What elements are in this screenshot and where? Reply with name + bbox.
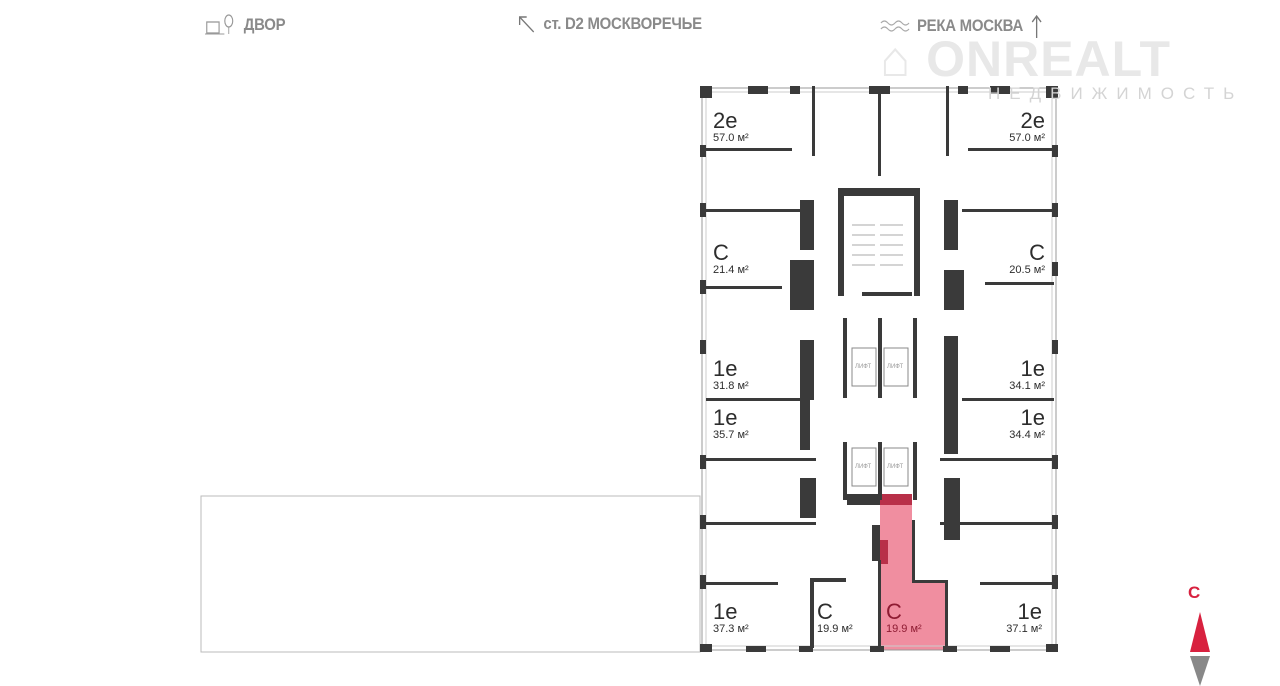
lift-label: ЛИФТ [887,364,904,370]
river-direction: РЕКА МОСКВА [880,14,1042,38]
waves-icon [880,20,910,32]
lift-label: ЛИФТ [855,364,872,370]
selected-apartment-wall [880,494,912,505]
compass-north-label: С [1188,583,1201,602]
apartment-type: С [886,599,902,624]
apartment-area: 57.0 м² [1009,132,1045,144]
watermark-brand: ONREALT [926,31,1172,87]
apartment-area: 20.5 м² [1009,264,1045,276]
apartment-area: 37.1 м² [1006,623,1042,635]
apartment-type: 2е [713,108,738,133]
arrow-up-left-icon [518,16,535,33]
apartment-area: 19.9 м² [817,623,853,635]
apartment-area: 57.0 м² [713,132,749,144]
yard-icon [205,14,234,35]
apartment-type: С [817,599,833,624]
apartment-area: 19.9 м² [886,623,922,635]
apartment-area: 37.3 м² [713,623,749,635]
apartment-type: С [713,240,729,265]
apartment-type: 1е [713,405,738,430]
apartment-type: 1е [1017,599,1042,624]
yard-direction: ДВОР [205,14,286,36]
apartment-type: 1е [713,599,738,624]
compass-icon [1190,612,1210,686]
apartment-type: С [1029,240,1045,265]
apartment-type: 1е [1020,356,1045,381]
yard-label: ДВОР [243,15,286,34]
river-label: РЕКА МОСКВА [916,16,1023,35]
apartment-type: 1е [1020,405,1045,430]
watermark-subtitle: НЕДВИЖИМОСТЬ [988,84,1244,103]
apartment-area: 31.8 м² [713,380,749,392]
apartment-type: 1е [713,356,738,381]
walls [700,86,1058,652]
station-direction: ст. D2 МОСКВОРЕЧЬЕ [517,14,702,34]
apartment-type: 2е [1020,108,1045,133]
selected-apartment-fill[interactable] [880,494,946,650]
apartment-area: 34.4 м² [1009,429,1045,441]
lift-label: ЛИФТ [855,464,872,470]
staircase [852,224,903,266]
station-label: ст. D2 МОСКВОРЕЧЬЕ [543,14,702,33]
watermark-logo: ⌂ ONREALT [880,31,1172,87]
selected-apartment-wall [880,540,888,564]
arrow-up-icon [1031,14,1042,38]
lift-shafts [851,224,909,487]
apartment-area: 21.4 м² [713,264,749,276]
apartment-area: 34.1 м² [1009,380,1045,392]
adjacent-building [200,495,701,653]
apartment-area: 35.7 м² [713,429,749,441]
lift-label: ЛИФТ [887,464,904,470]
